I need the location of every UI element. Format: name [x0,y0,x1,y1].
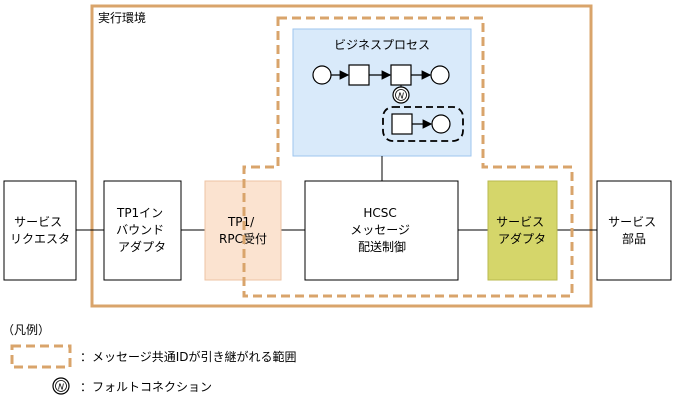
service-requester-box [3,180,77,281]
hcsc-message-control-box [304,180,459,281]
activity-node [348,64,370,86]
end-node [430,65,450,85]
business-process-label: ビジネスプロセス [334,38,430,52]
service-component-box [596,180,672,281]
end-node [431,114,451,134]
service-adapter-label: サービス アダプタ [496,215,548,246]
connection-lines [76,156,597,231]
message-common-id-scope [242,16,574,298]
start-node [312,65,332,85]
legend-dashed-sample [10,344,72,369]
execution-environment-frame [90,4,593,308]
service-adapter-box [487,180,558,281]
activity-node [391,113,413,135]
hcsc-message-control-label: HCSC メッセージ 配送制御 [350,206,414,254]
svg-text:N: N [58,383,64,392]
business-process-area [292,28,472,157]
service-requester-label: サービス リクエスタ [10,215,70,246]
legend-fault-description: ：フォルトコネクション [80,380,212,394]
tp1-inbound-adapter-label: TP1イン バウンド アダプタ [116,206,168,254]
legend-title: （凡例） [2,323,50,337]
process-flow [312,64,450,86]
fault-handler-area [382,106,464,142]
activity-node [390,64,412,86]
svg-text:N: N [398,92,404,101]
tp1-inbound-adapter-box [103,180,182,281]
legend-fault-icon: N [52,377,70,395]
execution-environment-label: 実行環境 [98,10,146,25]
legend-dashed-description: ：メッセージ共通IDが引き継がれる範囲 [80,349,297,364]
service-component-label: サービス 部品 [608,215,660,246]
fault-handler-flow [391,113,451,135]
fault-connection-icon: N [392,86,410,104]
